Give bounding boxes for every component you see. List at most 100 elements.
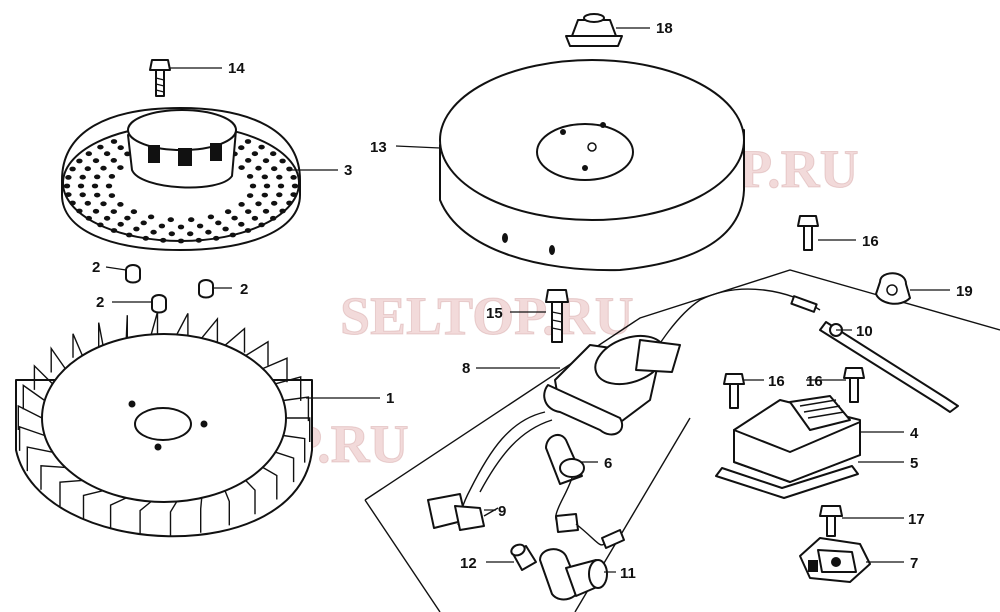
screen-hole [76,208,83,214]
callout-14: 14 [228,60,245,77]
screen-hole [100,201,107,207]
screen-hole [279,208,286,214]
callout-4: 4 [910,425,919,442]
part-1-cooling-fan [15,311,313,538]
part-19-clamp [875,272,911,305]
callout-17: 17 [908,511,925,528]
fan-fin [201,316,219,343]
callout-19: 19 [956,283,973,300]
fan-fin [262,357,288,383]
leader-lines [105,27,950,573]
fan-fin [275,451,295,483]
fan-fin [283,396,310,422]
screen-hole [224,209,232,215]
screen-hole [177,238,185,244]
fan-fin [245,340,269,366]
screen-hole [142,235,149,241]
screen-hole [117,145,124,151]
screen-hole [84,166,92,172]
screen-hole [196,223,204,229]
screen-hole [246,193,254,199]
callout-15: 15 [486,305,503,322]
screen-hole [229,232,236,238]
fan-fin [275,375,302,401]
screen-hole [291,183,299,189]
screen-hole [79,174,86,180]
screen-hole [126,232,133,238]
callout-2c: 2 [96,294,104,311]
part-2-collar-a [125,264,141,284]
fan-fin [26,446,53,472]
screen-hole [92,208,100,214]
screen-hole [69,200,76,206]
callout-9: 9 [498,503,506,520]
screen-hole [97,222,104,228]
screen-hole [85,215,93,221]
screen-hole [168,231,175,237]
callout-16b: 16 [768,373,785,390]
callout-numbers: 14 3 2 2 2 1 13 18 16 19 15 10 8 16 16 4… [92,20,973,582]
screen-hole [124,215,131,221]
screen-hole [79,192,86,198]
part-14-bolt [149,59,171,97]
screen-hole [117,165,124,171]
fan-fin [283,434,306,463]
screen-hole [103,215,111,221]
fan-fin [17,404,43,430]
part-12-terminal [510,543,537,571]
screen-hole [244,228,252,233]
screen-hole [94,192,101,198]
screen-hole [271,166,278,172]
screen-hole [231,215,238,221]
part-10-lead-wire [609,288,959,421]
part-6-condenser [545,433,625,549]
screen-hole [91,183,99,189]
callout-16a: 16 [862,233,879,250]
callout-2a: 2 [92,259,100,276]
callout-13: 13 [370,139,387,156]
screen-hole [270,215,277,221]
screen-hole [290,192,297,198]
screen-hole [249,183,257,189]
screen-hole [215,220,222,226]
fan-fin [139,500,152,535]
fan-fin [50,346,66,373]
fan-fin [33,364,53,390]
screen-hole [77,183,85,189]
screen-hole [92,158,100,164]
screen-hole [277,183,285,189]
fan-fin [82,490,104,520]
part-7-stop-switch [799,537,871,583]
screen-hole [108,193,116,199]
fan-fin [286,417,311,442]
screen-hole [238,221,245,227]
screen-hole [290,175,297,180]
callout-1: 1 [386,390,394,407]
fan-fin [22,384,46,410]
part-17-screw [819,505,843,537]
screen-hole [263,183,271,189]
screen-hole [110,209,118,215]
screen-hole [97,144,104,150]
screen-hole [238,165,245,171]
screen-hole [258,222,265,228]
part-4-cover [733,395,861,483]
screen-hole [276,174,283,180]
fan-fin [176,313,189,338]
assembly-outline-left [364,499,441,612]
screen-hole [167,217,174,223]
fan-fin [40,465,66,490]
part-3-starter-screen [61,107,301,251]
screen-hole [63,183,71,189]
screen-hole [246,174,254,179]
screen-hole [117,221,124,227]
part-13-flywheel [439,59,745,272]
screen-hole [213,235,220,241]
screen-hole [117,202,124,207]
part-15-bolt [545,289,569,343]
fan-fin [98,322,104,347]
screen-hole [286,166,293,172]
screen-hole [103,151,111,157]
fan-fin [72,333,84,358]
screen-hole [177,224,185,230]
